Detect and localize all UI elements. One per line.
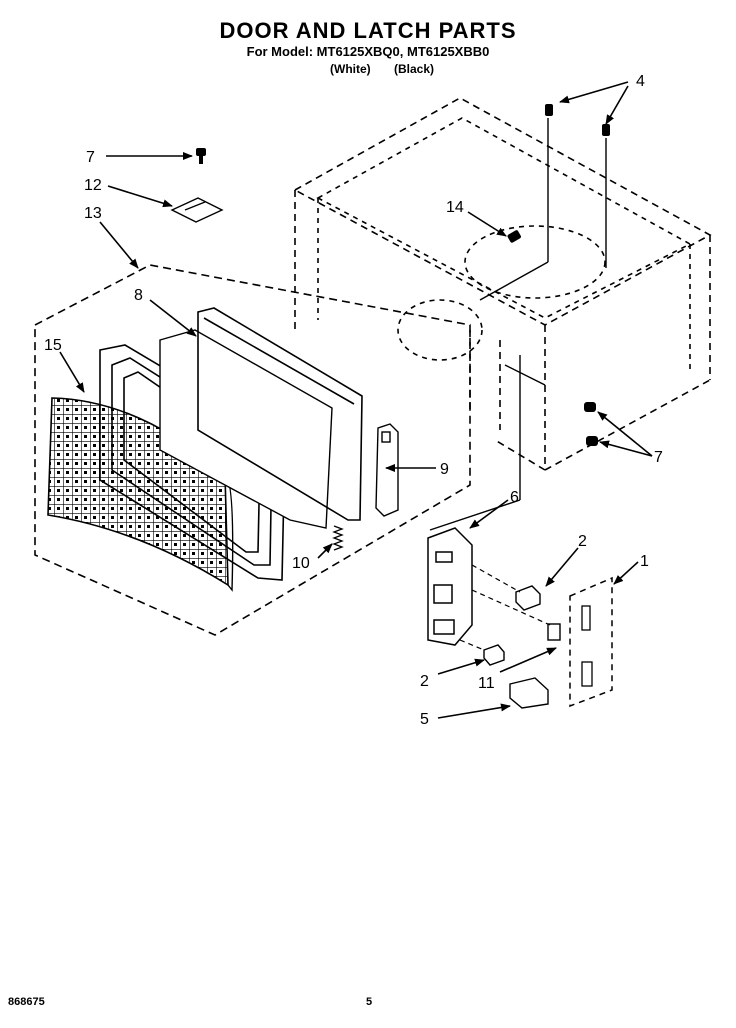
cabinet-outline (293, 97, 712, 471)
bracket-part-12 (170, 197, 224, 223)
page-title: DOOR AND LATCH PARTS (219, 18, 517, 43)
callout-2-upper: 2 (578, 533, 587, 550)
latch-housing-part-6 (427, 527, 473, 646)
leader-lines (59, 81, 653, 719)
door-choke (197, 307, 363, 521)
callout-12: 12 (84, 177, 102, 194)
latch-hook-part-9 (375, 423, 399, 517)
page-number: 5 (366, 996, 373, 1008)
switch-part-1-contents (581, 605, 593, 687)
screw-part-7-top (196, 148, 206, 164)
callout-11: 11 (478, 675, 495, 692)
callout-5: 5 (420, 711, 429, 728)
model-subtitle: For Model: MT6125XBQ0, MT6125XBB0 (246, 44, 490, 59)
callout-15: 15 (44, 337, 62, 354)
callout-4: 4 (636, 73, 645, 90)
screw-part-4-left (545, 104, 553, 116)
callout-9: 9 (440, 461, 449, 478)
callout-7-right: 7 (654, 449, 663, 466)
screw-part-7-right-b (586, 436, 598, 446)
interlock-switch-part-2-lower (483, 644, 505, 666)
connector-lines (459, 564, 551, 651)
document-code: 868675 (8, 996, 45, 1008)
screw-part-7-right-a (584, 402, 596, 412)
callout-2-lower: 2 (420, 673, 429, 690)
variant-white-label: (White) (330, 62, 371, 76)
door-assembly-outline-part-13 (34, 264, 471, 636)
callout-1: 1 (640, 553, 649, 570)
door-frame (99, 344, 286, 581)
cabinet-interior-lines (429, 118, 607, 531)
spring-part-10 (332, 525, 344, 551)
callout-13: 13 (84, 205, 102, 222)
interlock-switch-part-2-upper (515, 585, 541, 611)
variant-black-label: (Black) (394, 62, 435, 76)
model-variants: (White) (Black) (330, 62, 454, 76)
screw-part-14 (507, 230, 521, 243)
callout-14: 14 (446, 199, 464, 216)
callout-6: 6 (510, 489, 519, 506)
callout-7-top: 7 (86, 149, 95, 166)
switch-group-part-1 (569, 576, 613, 708)
switch-part-11 (547, 623, 561, 641)
screw-part-4-right (602, 124, 610, 136)
callout-8: 8 (134, 287, 143, 304)
switch-part-5 (509, 677, 549, 709)
callout-10: 10 (292, 555, 310, 572)
